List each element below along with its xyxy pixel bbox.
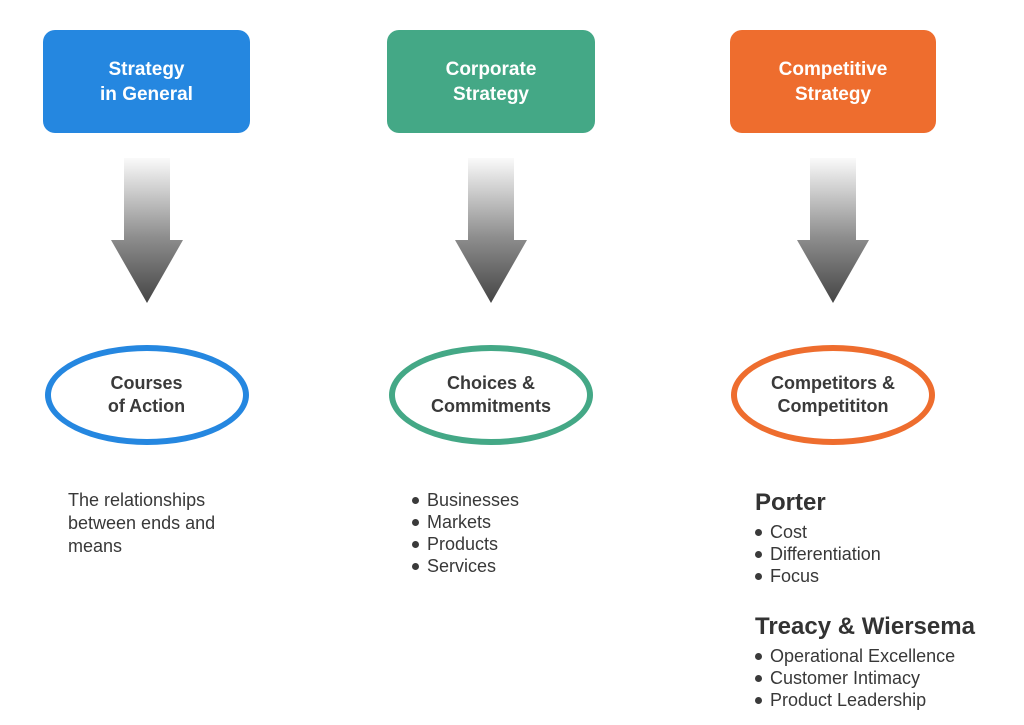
list-item: Services <box>412 555 692 577</box>
list-item: Markets <box>412 511 692 533</box>
list-item: Businesses <box>412 489 692 511</box>
relationships-description-text: The relationships between ends and means <box>68 490 216 556</box>
choices-commitments-ellipse: Choices & Commitments <box>389 345 593 445</box>
bullet-dot <box>755 572 762 580</box>
bullet-label: Differentiation <box>770 544 881 564</box>
down-arrow-icon <box>797 158 869 303</box>
column-strategy-in-general: Strategy in General Courses of Action Th… <box>43 0 250 558</box>
bullet-label: Markets <box>427 512 492 532</box>
corporate-bullet-list: Businesses Markets Products Services <box>412 489 692 577</box>
bullet-dot <box>755 674 762 682</box>
bullet-dot <box>412 562 419 570</box>
bullet-dot <box>412 496 419 504</box>
bullet-label: Products <box>427 534 499 554</box>
column-competitive-strategy: Competitive Strategy Competitors & Compe… <box>730 0 975 711</box>
porter-section: Porter Cost Differentiation Focus <box>755 489 1024 587</box>
list-item: Operational Excellence <box>755 645 1024 667</box>
bullet-label: Focus <box>770 566 820 586</box>
bullet-dot <box>755 550 762 558</box>
list-item: Cost <box>755 521 1024 543</box>
list-item: Product Leadership <box>755 689 1024 711</box>
strategy-in-general-box: Strategy in General <box>43 30 250 133</box>
courses-of-action-ellipse: Courses of Action <box>44 345 249 445</box>
bullet-label: Cost <box>770 522 808 542</box>
bullet-label: Businesses <box>427 490 520 510</box>
list-item: Differentiation <box>755 543 1024 565</box>
treacy-wiersema-heading: Treacy & Wiersema <box>755 613 975 640</box>
bullet-dot <box>755 696 762 704</box>
bullet-dot <box>412 518 419 526</box>
treacy-wiersema-section: Treacy & Wiersema Operational Excellence… <box>755 613 1024 711</box>
bullet-label: Product Leadership <box>770 690 927 710</box>
competitors-competition-ellipse: Competitors & Competititon <box>731 345 935 445</box>
bullet-dot <box>755 528 762 536</box>
bullet-label: Operational Excellence <box>770 646 956 666</box>
porter-heading: Porter <box>755 489 826 516</box>
corporate-strategy-box: Corporate Strategy <box>387 30 595 133</box>
list-item: Customer Intimacy <box>755 667 1024 689</box>
bullet-label: Customer Intimacy <box>770 668 921 688</box>
column-2-content: Businesses Markets Products Services <box>412 489 692 577</box>
bullet-dot <box>755 652 762 660</box>
list-item: Focus <box>755 565 1024 587</box>
competitive-strategy-box: Competitive Strategy <box>730 30 936 133</box>
list-item: Products <box>412 533 692 555</box>
down-arrow-icon <box>110 158 183 303</box>
column-1-content: The relationships between ends and means <box>68 489 348 558</box>
column-3-content: Porter Cost Differentiation Focus <box>755 489 1024 711</box>
down-arrow-icon <box>455 158 527 303</box>
treacy-wiersema-bullet-list: Operational Excellence Customer Intimacy… <box>755 645 1024 711</box>
bullet-label: Services <box>427 556 497 576</box>
bullet-dot <box>412 540 419 548</box>
column-corporate-strategy: Corporate Strategy Choices & Commitments… <box>387 0 595 577</box>
porter-bullet-list: Cost Differentiation Focus <box>755 521 1024 587</box>
